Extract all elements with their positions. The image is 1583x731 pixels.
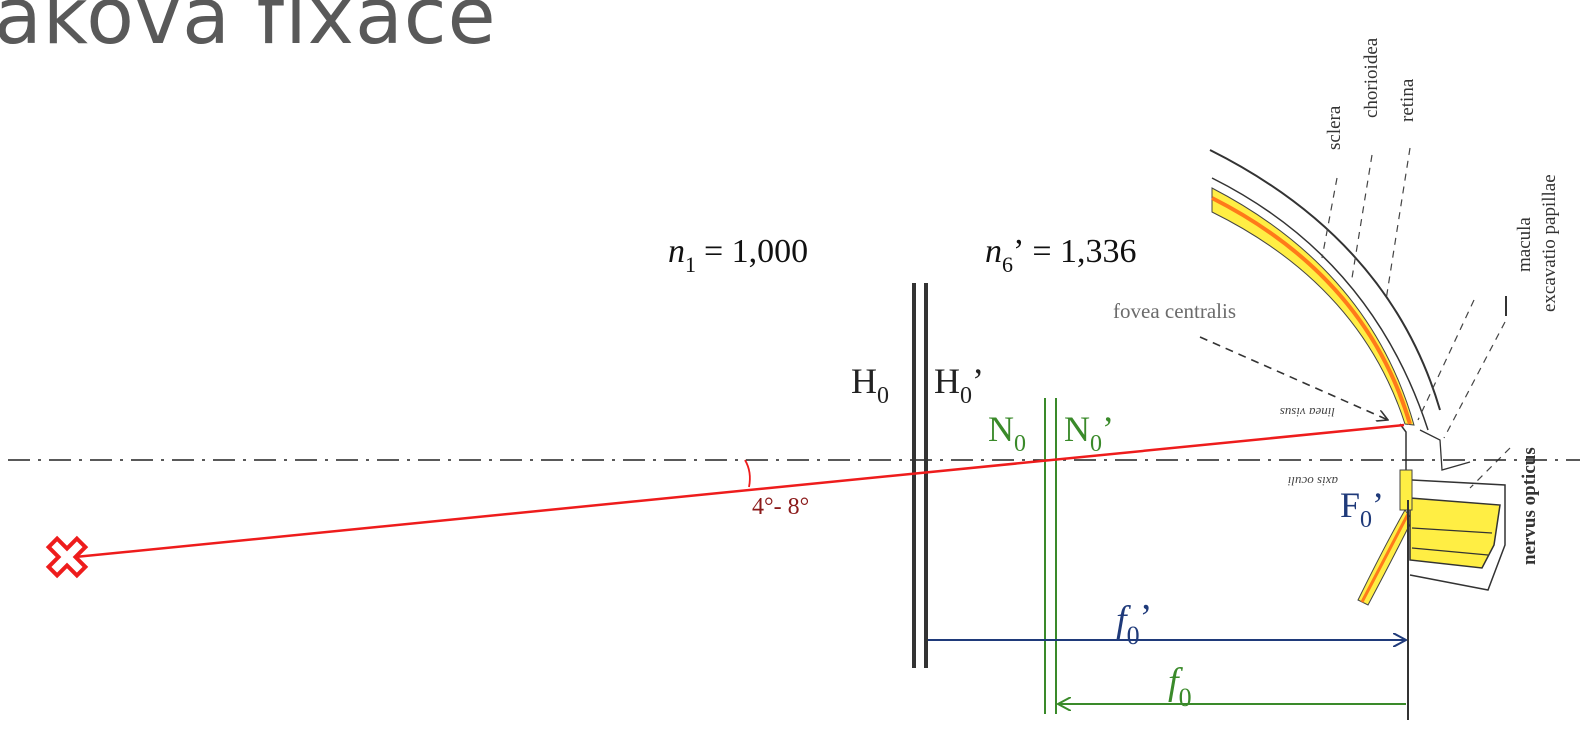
- angle-arc: [744, 459, 751, 488]
- optic-nerve-sheath: [1409, 479, 1506, 591]
- angle-label: 4°- 8°: [752, 494, 809, 520]
- label-sclera: sclera: [1324, 105, 1345, 150]
- cross-mark-icon: [45, 535, 89, 579]
- label-chorioidea: chorioidea: [1361, 37, 1382, 118]
- label-linea-visus: linea visus: [1280, 405, 1335, 420]
- label-fovea-centralis: fovea centralis: [1113, 299, 1236, 323]
- fovea-pointer: [1199, 336, 1388, 420]
- eye-wall-illustration: [1209, 147, 1511, 606]
- choroid-line: [1211, 196, 1412, 425]
- medium-index-object: n1= 1,000: [668, 233, 808, 277]
- optic-nerve: [1409, 497, 1501, 569]
- label-axis-oculi: axis oculi: [1287, 474, 1338, 489]
- label-excavatio: excavatio papillae: [1539, 174, 1560, 312]
- medium-index-image: n6’= 1,336: [985, 233, 1137, 277]
- fovea-pit: [1399, 423, 1407, 472]
- papilla-excavation: [1419, 429, 1471, 471]
- label-retina: retina: [1397, 78, 1418, 122]
- label-macula: macula: [1514, 217, 1535, 272]
- slide-title: akova fixace: [0, 0, 497, 62]
- retina-band: [1211, 187, 1415, 426]
- label-nervus: nervus opticus: [1519, 447, 1540, 565]
- sclera-outer: [1209, 149, 1441, 411]
- sclera-inner: [1211, 177, 1429, 431]
- label-n: N0: [988, 409, 1026, 457]
- visual-line-ray: [74, 423, 1405, 559]
- label-f-prime-point: F0’: [1340, 485, 1384, 533]
- label-h-prime: H0’: [934, 361, 984, 409]
- label-h: H0: [851, 361, 889, 409]
- label-n-prime: N0’: [1064, 409, 1114, 457]
- lower-choroid-line: [1360, 513, 1410, 603]
- label-f-prime: f0’: [1116, 597, 1152, 650]
